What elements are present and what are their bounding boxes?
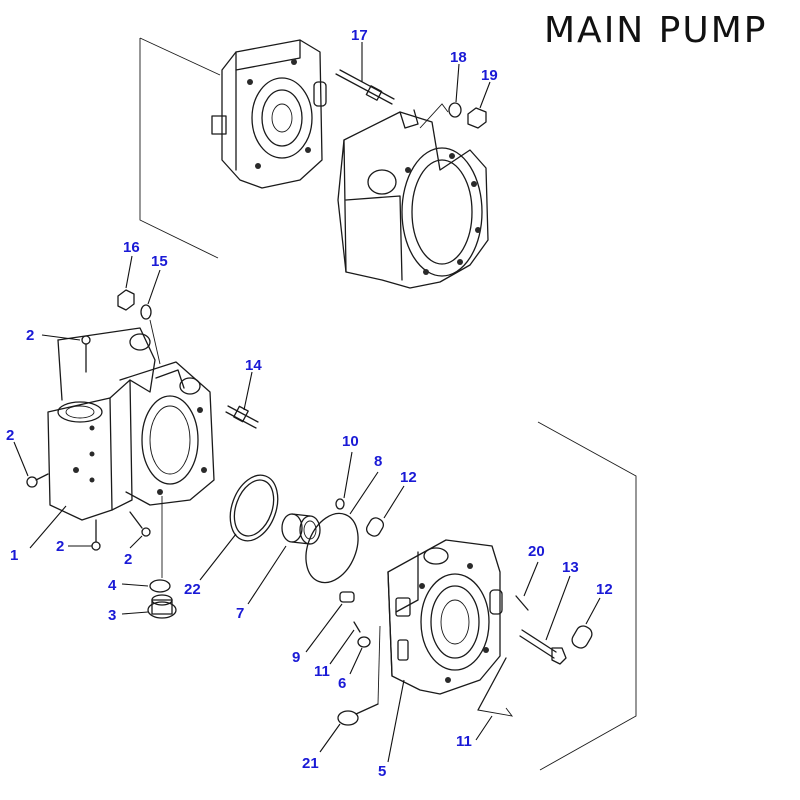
leader-10 [343,451,353,499]
leader-14 [243,371,253,411]
callout-6: 6 [338,675,346,692]
leader-21 [319,723,341,753]
leader-2-left [13,441,29,477]
leader-12-left [383,485,405,519]
leader-16 [125,255,133,289]
callout-2-bottom: 2 [56,538,64,555]
leader-8 [349,471,379,515]
pump-body [47,327,215,521]
bracket-18 [419,103,449,129]
seal-12-right [571,625,593,649]
callout-4: 4 [108,577,117,594]
nut-19 [467,107,487,129]
snap-ring-22 [229,474,279,542]
pin-10 [335,498,345,510]
callout-12-left: 12 [400,469,417,486]
plug-3 [147,594,177,619]
callout-10: 10 [342,433,359,450]
washer-15 [140,304,152,320]
callout-numbers: 17 18 19 16 15 14 2 2 2 2 1 22 7 10 8 12… [6,27,613,780]
diagram-title: MAIN PUMP [544,10,768,51]
boundary-line-top [139,37,221,76]
eye-bolt-21 [337,703,379,726]
washer-18 [448,102,462,118]
callout-13: 13 [562,559,579,576]
callout-16: 16 [123,239,140,256]
leader-12-right [585,597,601,625]
leader-9 [305,603,343,653]
callout-18: 18 [450,49,467,66]
stud-bolt-17 [335,69,395,105]
callout-2-left: 2 [6,427,14,444]
callout-11-left: 11 [314,663,330,680]
bolt-2-left [26,473,49,488]
o-ring-8 [305,512,359,584]
fitting-6 [357,636,371,648]
leader-2-right [129,535,143,549]
boundary-line-left [139,38,219,259]
seal-12-left [365,517,385,537]
pin-20 [515,595,529,611]
callout-1: 1 [10,547,18,564]
leader-15 [147,269,161,305]
leader-1 [29,505,67,549]
leader-11-right [475,715,493,741]
callout-20: 20 [528,543,545,560]
callout-9: 9 [292,649,300,666]
callout-5: 5 [378,763,386,780]
callout-7: 7 [236,605,244,622]
leader-3 [121,611,149,615]
o-ring-4 [149,579,171,593]
bolt-13 [519,629,567,665]
orifice-11-right [477,707,514,717]
bolt-2-bottom [91,519,101,551]
leader-6 [349,647,363,675]
end-cover [387,539,503,695]
callout-8: 8 [374,453,382,470]
leader-4 [121,583,149,587]
callout-11-right: 11 [456,733,472,750]
stud-bolt-14 [225,405,259,429]
leader-5 [387,679,405,763]
front-pump-case [337,109,489,289]
leader-13 [545,575,571,641]
bolt-2-top [81,335,91,373]
orifice-11-right-guide [477,657,507,711]
callout-3: 3 [108,607,116,624]
callout-2-right: 2 [124,551,132,568]
rear-pump-housing [211,39,327,189]
stud-guide-line [149,319,161,365]
callout-17: 17 [351,27,368,44]
callout-2-top: 2 [26,327,34,344]
leader-22 [199,533,237,581]
boundary-line-right [537,421,637,771]
leader-19 [479,81,491,109]
plug-9 [339,591,355,603]
leader-11-left [329,629,355,665]
leader-18 [455,63,460,103]
bearing-7 [281,513,321,545]
leader-2-top [41,334,81,341]
orifice-11-left [353,621,361,633]
nut-16 [117,289,135,311]
leader-20 [523,561,539,597]
callout-21: 21 [302,755,319,772]
callout-14: 14 [245,357,262,374]
callout-15: 15 [151,253,168,270]
leader-7 [247,545,287,605]
callout-12-right: 12 [596,581,613,598]
bolt-2-right [129,511,151,537]
callout-19: 19 [481,67,498,84]
callout-22: 22 [184,581,201,598]
eye-bolt-guide-line [377,625,381,705]
